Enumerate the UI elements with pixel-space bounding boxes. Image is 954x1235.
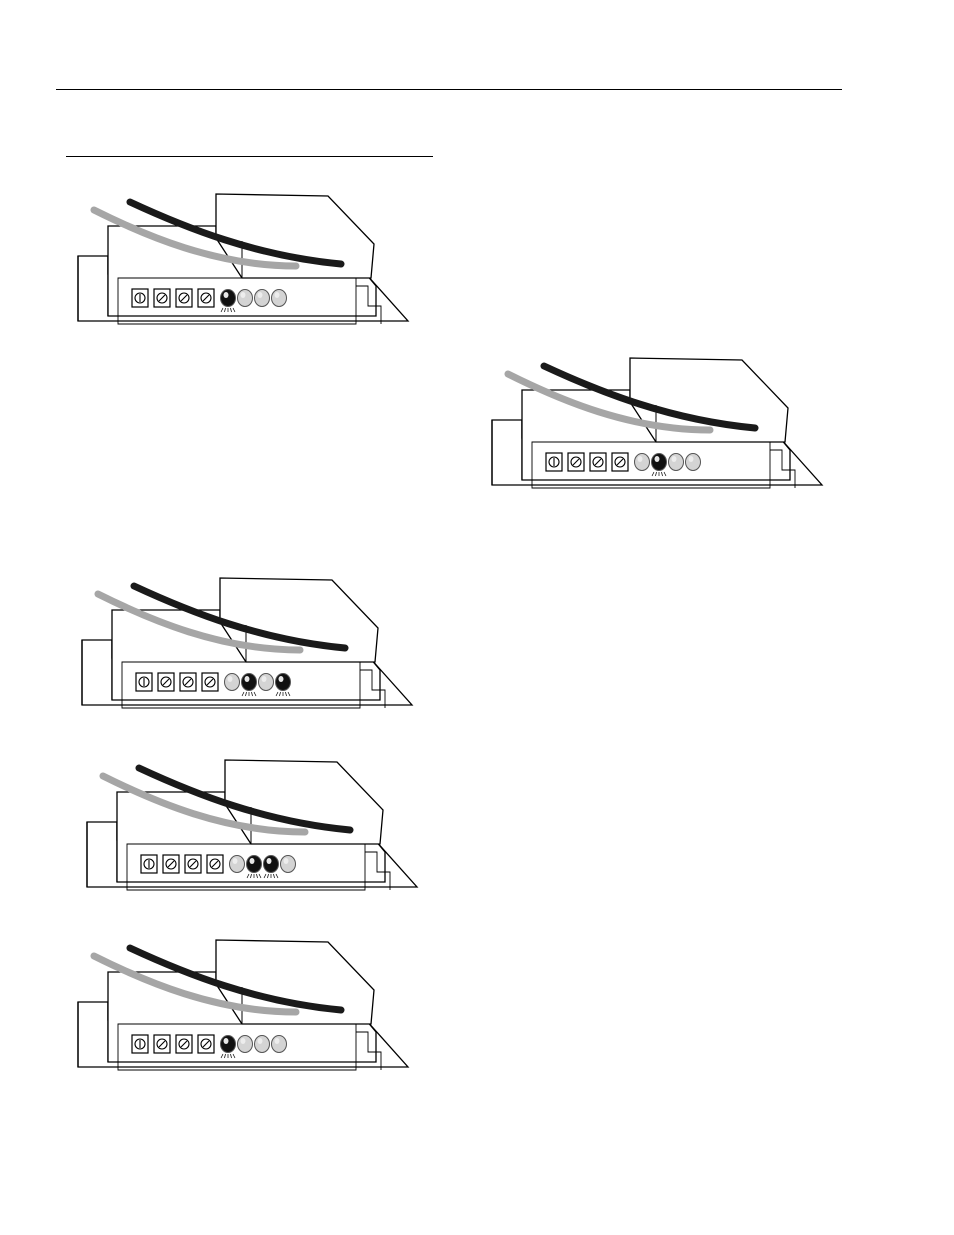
led-indicator-icon (652, 454, 667, 477)
led-indicator-icon (272, 290, 287, 307)
unit-diagram-5 (66, 932, 411, 1077)
led-indicator-icon (225, 674, 240, 691)
device-svg (66, 932, 411, 1077)
device-svg (70, 570, 415, 715)
screw-terminal-icon (180, 673, 196, 691)
screw-terminal-icon (202, 673, 218, 691)
header-rule (56, 89, 842, 90)
led-indicator-icon (264, 856, 279, 879)
screw-terminal-icon (141, 855, 157, 873)
device-svg (480, 350, 825, 495)
screw-terminal-icon (136, 673, 152, 691)
led-indicator-icon (242, 674, 257, 697)
screw-terminal-icon (176, 289, 192, 307)
screw-terminal-icon (158, 673, 174, 691)
led-indicator-icon (281, 856, 296, 873)
screw-terminal-icon (198, 289, 214, 307)
device-svg (66, 186, 411, 331)
unit-diagram-4 (75, 752, 420, 897)
led-indicator-icon (230, 856, 245, 873)
unit-diagram-2 (480, 350, 825, 495)
led-indicator-icon (255, 1036, 270, 1053)
section-rule (66, 156, 433, 157)
screw-terminal-icon (154, 289, 170, 307)
led-indicator-icon (238, 290, 253, 307)
screw-terminal-icon (132, 1035, 148, 1053)
device-svg (75, 752, 420, 897)
unit-diagram-3 (70, 570, 415, 715)
unit-diagram-1 (66, 186, 411, 331)
screw-terminal-icon (198, 1035, 214, 1053)
led-indicator-icon (635, 454, 650, 471)
led-indicator-icon (272, 1036, 287, 1053)
led-indicator-icon (238, 1036, 253, 1053)
led-indicator-icon (221, 1036, 236, 1059)
screw-terminal-icon (612, 453, 628, 471)
screw-terminal-icon (590, 453, 606, 471)
screw-terminal-icon (176, 1035, 192, 1053)
led-indicator-icon (669, 454, 684, 471)
screw-terminal-icon (132, 289, 148, 307)
screw-terminal-icon (568, 453, 584, 471)
screw-terminal-icon (546, 453, 562, 471)
screw-terminal-icon (154, 1035, 170, 1053)
led-indicator-icon (259, 674, 274, 691)
led-indicator-icon (686, 454, 701, 471)
led-indicator-icon (255, 290, 270, 307)
led-indicator-icon (276, 674, 291, 697)
led-indicator-icon (221, 290, 236, 313)
led-indicator-icon (247, 856, 262, 879)
screw-terminal-icon (163, 855, 179, 873)
screw-terminal-icon (207, 855, 223, 873)
screw-terminal-icon (185, 855, 201, 873)
